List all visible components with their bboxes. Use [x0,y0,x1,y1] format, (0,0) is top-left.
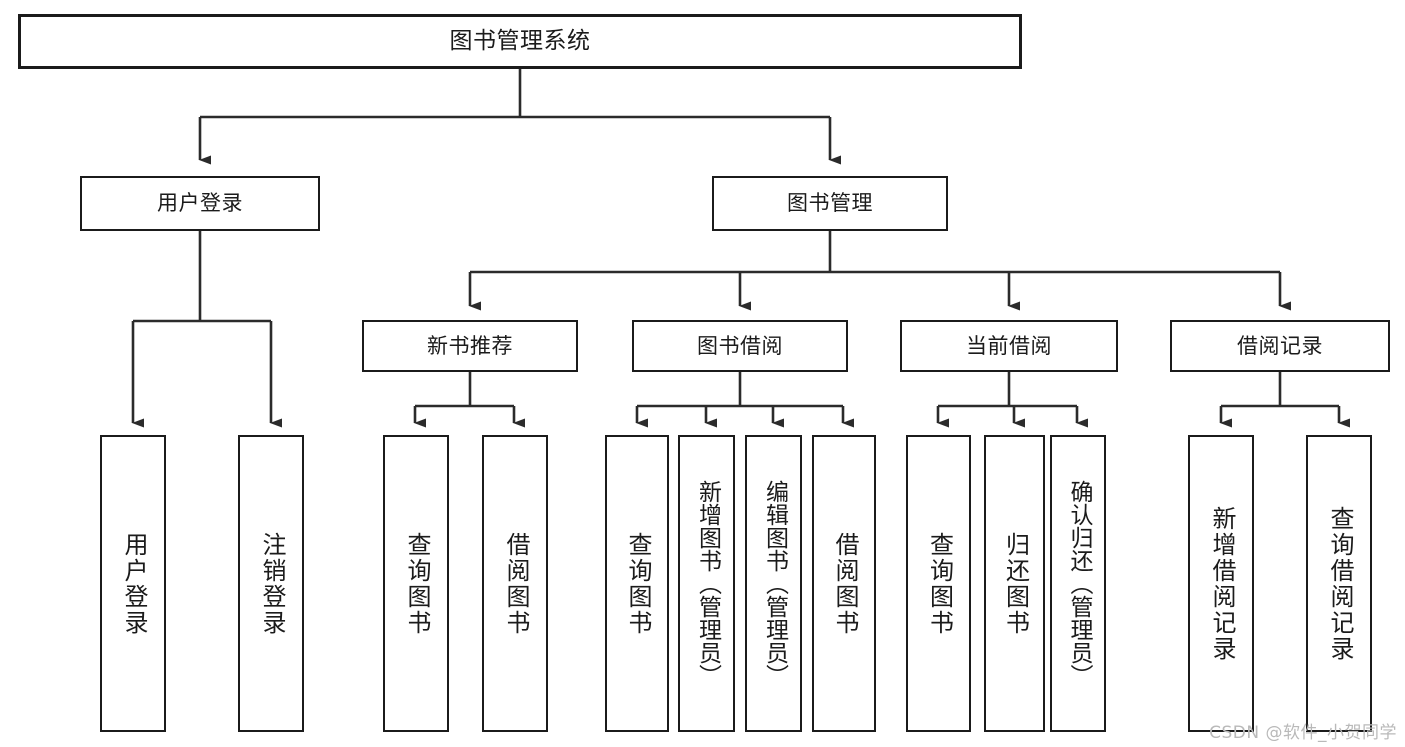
node-user-login-label: 用户登录 [157,191,243,215]
leaf-borrow-add-book-admin[interactable]: 新增图书（管理员） [678,435,735,732]
node-book-borrow[interactable]: 图书借阅 [632,320,848,372]
node-borrow-record[interactable]: 借阅记录 [1170,320,1390,372]
node-new-book-recommend[interactable]: 新书推荐 [362,320,578,372]
node-root-label: 图书管理系统 [449,28,591,54]
leaf-record-add-record[interactable]: 新增借阅记录 [1188,435,1254,732]
node-book-management[interactable]: 图书管理 [712,176,948,231]
leaf-label: 查询图书 [623,531,652,636]
leaf-current-query-book[interactable]: 查询图书 [906,435,971,732]
node-borrow-record-label: 借阅记录 [1237,333,1323,358]
node-new-book-recommend-label: 新书推荐 [427,333,513,358]
node-book-management-label: 图书管理 [787,191,873,215]
leaf-label: 查询图书 [925,531,954,636]
leaf-label: 确认归还（管理员） [1065,480,1092,687]
leaf-borrow-edit-book-admin[interactable]: 编辑图书（管理员） [745,435,802,732]
node-current-borrow-label: 当前借阅 [966,333,1052,358]
leaf-borrow-query-book[interactable]: 查询图书 [605,435,669,732]
node-root[interactable]: 图书管理系统 [18,14,1022,69]
leaf-label: 借阅图书 [501,531,530,636]
node-current-borrow[interactable]: 当前借阅 [900,320,1118,372]
leaf-label: 用户登录 [119,531,148,636]
leaf-label: 查询图书 [402,531,431,636]
leaf-label: 新增图书（管理员） [694,480,721,687]
leaf-label: 借阅图书 [830,531,859,636]
leaf-current-confirm-return-admin[interactable]: 确认归还（管理员） [1050,435,1106,732]
node-user-login[interactable]: 用户登录 [80,176,320,231]
leaf-recommend-query-book[interactable]: 查询图书 [383,435,449,732]
leaf-label: 注销登录 [257,531,286,636]
leaf-label: 新增借阅记录 [1207,505,1236,662]
leaf-borrow-borrow-book[interactable]: 借阅图书 [812,435,876,732]
leaf-label: 查询借阅记录 [1325,505,1354,662]
leaf-label: 编辑图书（管理员） [761,480,788,687]
leaf-recommend-borrow-book[interactable]: 借阅图书 [482,435,548,732]
node-book-borrow-label: 图书借阅 [697,333,783,358]
leaf-user-login-login[interactable]: 用户登录 [100,435,166,732]
leaf-label: 归还图书 [1001,531,1030,636]
watermark: CSDN @软件_小贺同学 [1209,723,1397,743]
leaf-current-return-book[interactable]: 归还图书 [984,435,1045,732]
leaf-record-query-record[interactable]: 查询借阅记录 [1306,435,1372,732]
leaf-user-login-logout[interactable]: 注销登录 [238,435,304,732]
